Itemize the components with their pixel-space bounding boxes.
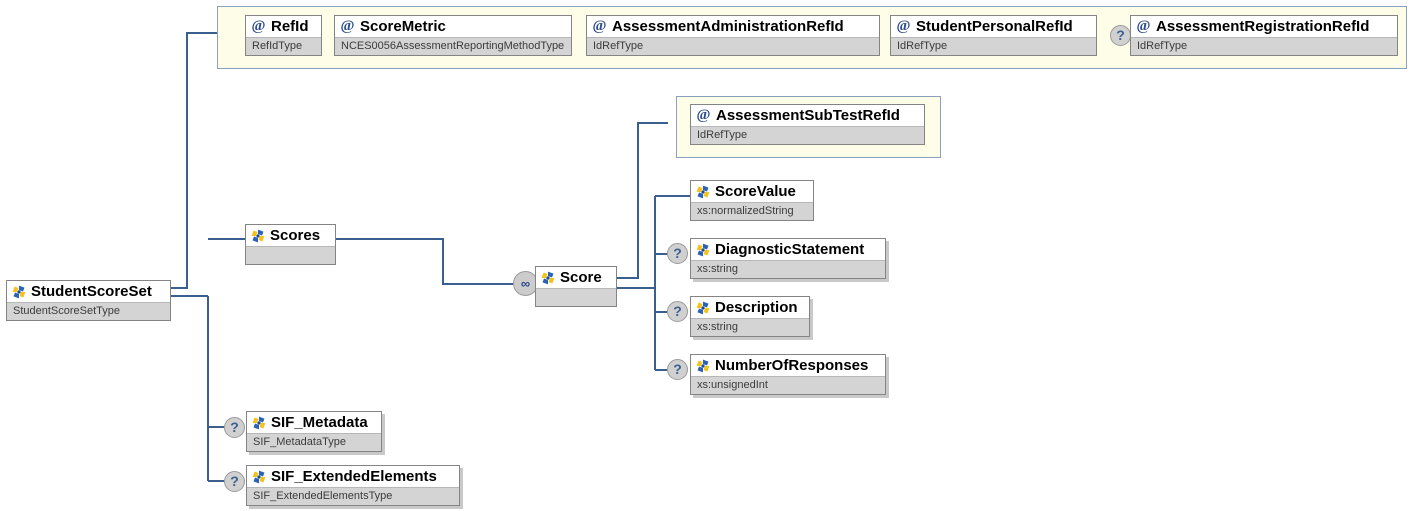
element-type: xs:string <box>691 318 809 336</box>
attribute-type: IdRefType <box>587 37 879 55</box>
element-icon <box>696 359 710 373</box>
element-node-numberofresponses[interactable]: NumberOfResponses xs:unsignedInt <box>690 354 886 395</box>
element-node-studentscoreset[interactable]: StudentScoreSet StudentScoreSetType <box>6 280 171 321</box>
element-name: DiagnosticStatement <box>715 241 865 258</box>
element-icon <box>541 271 555 285</box>
element-node-sif-metadata[interactable]: SIF_Metadata SIF_MetadataType <box>246 411 382 452</box>
attribute-name: AssessmentAdministrationRefId <box>612 18 844 35</box>
element-node-scores[interactable]: Scores <box>245 224 336 265</box>
element-name: StudentScoreSet <box>31 283 152 300</box>
attribute-node-header: @ RefId <box>246 16 321 37</box>
attribute-node-header: @ StudentPersonalRefId <box>891 16 1096 37</box>
optional-marker-description: ? <box>667 301 688 322</box>
attribute-type: IdRefType <box>1131 37 1397 55</box>
element-node-header: NumberOfResponses <box>691 355 885 376</box>
element-icon <box>696 301 710 315</box>
element-icon <box>696 185 710 199</box>
attribute-node-header: @ AssessmentRegistrationRefId <box>1131 16 1397 37</box>
optional-marker-diagnosticstatement: ? <box>667 243 688 264</box>
attribute-node-assessmentsubtestrefid[interactable]: @ AssessmentSubTestRefId IdRefType <box>690 104 925 145</box>
element-name: SIF_ExtendedElements <box>271 468 437 485</box>
attribute-node-scoremetric[interactable]: @ ScoreMetric NCES0056AssessmentReportin… <box>334 15 572 56</box>
attribute-icon: @ <box>896 18 911 34</box>
attribute-type: NCES0056AssessmentReportingMethodType <box>335 37 571 55</box>
element-type: xs:string <box>691 260 885 278</box>
attribute-node-assessmentadministrationrefid[interactable]: @ AssessmentAdministrationRefId IdRefTyp… <box>586 15 880 56</box>
attribute-name: AssessmentSubTestRefId <box>716 107 900 124</box>
element-type <box>536 288 616 306</box>
element-type: xs:unsignedInt <box>691 376 885 394</box>
element-name: Score <box>560 269 602 286</box>
element-icon <box>252 416 266 430</box>
element-name: ScoreValue <box>715 183 796 200</box>
attribute-node-refid[interactable]: @ RefId RefIdType <box>245 15 322 56</box>
attribute-node-header: @ AssessmentSubTestRefId <box>691 105 924 126</box>
element-type: SIF_ExtendedElementsType <box>247 487 459 505</box>
element-type: StudentScoreSetType <box>7 302 170 320</box>
element-icon <box>251 229 265 243</box>
element-node-header: Description <box>691 297 809 318</box>
element-name: Scores <box>270 227 321 244</box>
element-node-header: Scores <box>246 225 335 246</box>
attribute-name: RefId <box>271 18 309 35</box>
element-node-header: ScoreValue <box>691 181 813 202</box>
element-icon <box>696 243 710 257</box>
element-node-header: Score <box>536 267 616 288</box>
attribute-node-header: @ ScoreMetric <box>335 16 571 37</box>
element-node-description[interactable]: Description xs:string <box>690 296 810 337</box>
element-node-score[interactable]: Score <box>535 266 617 307</box>
element-node-diagnosticstatement[interactable]: DiagnosticStatement xs:string <box>690 238 886 279</box>
attribute-type: RefIdType <box>246 37 321 55</box>
attribute-icon: @ <box>592 18 607 34</box>
element-icon <box>12 285 26 299</box>
optional-marker-sif-metadata: ? <box>224 417 245 438</box>
element-name: Description <box>715 299 798 316</box>
element-type: SIF_MetadataType <box>247 433 381 451</box>
attribute-icon: @ <box>251 18 266 34</box>
optional-marker-assessmentregistrationrefid: ? <box>1110 25 1131 46</box>
attribute-type: IdRefType <box>691 126 924 144</box>
element-node-scorevalue[interactable]: ScoreValue xs:normalizedString <box>690 180 814 221</box>
element-node-header: DiagnosticStatement <box>691 239 885 260</box>
attribute-name: StudentPersonalRefId <box>916 18 1073 35</box>
attribute-icon: @ <box>696 107 711 123</box>
attribute-name: ScoreMetric <box>360 18 446 35</box>
attribute-node-header: @ AssessmentAdministrationRefId <box>587 16 879 37</box>
element-name: SIF_Metadata <box>271 414 368 431</box>
element-icon <box>252 470 266 484</box>
optional-marker-sif-extendedelements: ? <box>224 471 245 492</box>
optional-marker-numberofresponses: ? <box>667 359 688 380</box>
element-type <box>246 246 335 264</box>
attribute-icon: @ <box>340 18 355 34</box>
attribute-icon: @ <box>1136 18 1151 34</box>
attribute-name: AssessmentRegistrationRefId <box>1156 18 1370 35</box>
element-node-header: SIF_ExtendedElements <box>247 466 459 487</box>
attribute-node-studentpersonalrefid[interactable]: @ StudentPersonalRefId IdRefType <box>890 15 1097 56</box>
element-name: NumberOfResponses <box>715 357 869 374</box>
attribute-type: IdRefType <box>891 37 1096 55</box>
attribute-node-assessmentregistrationrefid[interactable]: @ AssessmentRegistrationRefId IdRefType <box>1130 15 1398 56</box>
element-type: xs:normalizedString <box>691 202 813 220</box>
element-node-sif-extendedelements[interactable]: SIF_ExtendedElements SIF_ExtendedElement… <box>246 465 460 506</box>
element-node-header: SIF_Metadata <box>247 412 381 433</box>
element-node-header: StudentScoreSet <box>7 281 170 302</box>
